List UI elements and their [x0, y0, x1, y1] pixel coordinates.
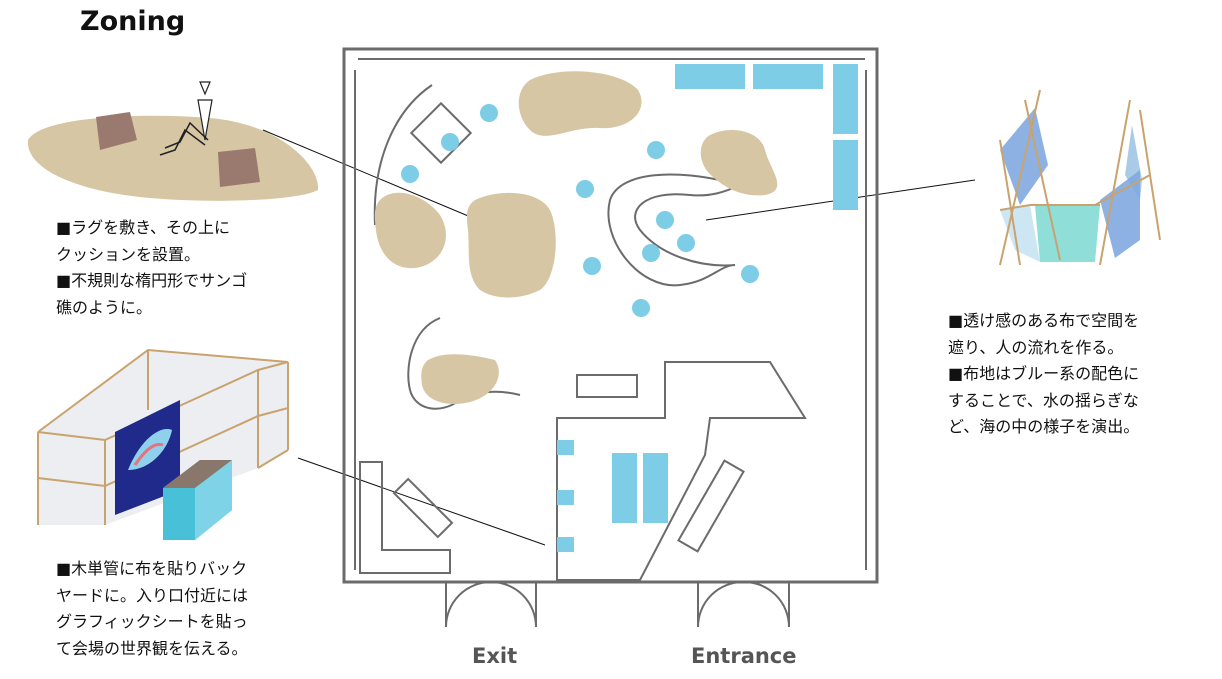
- note-line: 遮り、人の流れを作る。: [948, 337, 1124, 357]
- note-line: ■不規則な楕円形でサンゴ: [56, 271, 248, 290]
- note-line: て会場の世界観を伝える。: [56, 638, 248, 658]
- note-line: ■布地はブルー系の配色に: [948, 364, 1140, 383]
- note-line: ■ラグを敷き、その上に: [56, 218, 230, 237]
- fabric-illustration: [999, 89, 1161, 266]
- backyard-note: ■木単管に布を貼りバック ヤードに。入り口付近には グラフィックシートを貼っ て…: [56, 556, 248, 662]
- fabric-note: ■透け感のある布で空間を 遮り、人の流れを作る。 ■布地はブルー系の配色に する…: [948, 308, 1139, 441]
- note-line: 礁のように。: [56, 297, 153, 317]
- note-line: ヤードに。入り口付近には: [56, 585, 249, 605]
- note-line: クッションを設置。: [56, 244, 201, 264]
- note-line: ■木単管に布を貼りバック: [56, 559, 248, 578]
- backyard-illustration: [37, 348, 289, 540]
- note-line: グラフィックシートを貼っ: [56, 612, 248, 631]
- rug-note: ■ラグを敷き、その上に クッションを設置。 ■不規則な楕円形でサンゴ 礁のように…: [56, 215, 247, 321]
- page-title: Zoning: [80, 6, 186, 37]
- entrance-door[interactable]: [697, 580, 790, 628]
- exit-label: Exit: [472, 644, 518, 668]
- exit-door[interactable]: [445, 581, 537, 628]
- floor-plan: [342, 47, 879, 628]
- rug-illustration: [27, 81, 319, 201]
- entrance-label: Entrance: [691, 644, 797, 668]
- note-line: ■透け感のある布で空間を: [948, 311, 1140, 330]
- note-line: することで、水の揺らぎな: [948, 390, 1139, 410]
- note-line: ど、海の中の様子を演出。: [948, 417, 1140, 436]
